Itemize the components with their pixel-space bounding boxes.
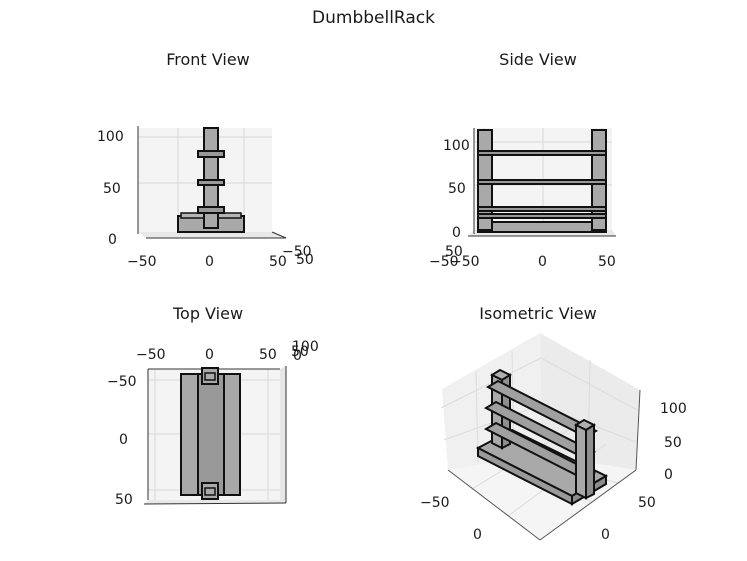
side-depth-tick-50: 50 [445, 244, 463, 260]
iso-ztick-50: 50 [664, 435, 682, 451]
top-ytick-neg50: −50 [107, 374, 137, 390]
front-view-floor-pane [138, 232, 286, 238]
top-view-rack-model [180, 367, 241, 500]
front-depth-tick-50: 50 [296, 252, 314, 268]
rack-base [477, 221, 607, 233]
top-view-title: Top View [172, 304, 244, 323]
side-view-rack-model [477, 129, 607, 233]
iso-ztick-0: 0 [664, 467, 673, 483]
iso-ztick-100: 100 [660, 401, 687, 417]
front-depth-tick-neg50: −50 [282, 244, 312, 260]
iso-right-pane [540, 333, 640, 470]
front-xtick-0: 0 [205, 254, 214, 270]
front-xtick-neg50: −50 [127, 254, 157, 270]
top-view-axes [143, 366, 287, 505]
front-ytick-100: 100 [97, 129, 124, 145]
side-ytick-100: 100 [443, 138, 470, 154]
isometric-view-axes [440, 333, 641, 541]
side-xtick-neg50: −50 [450, 254, 480, 270]
isometric-view-title: Isometric View [479, 304, 597, 323]
iso-ytick-0: 0 [601, 527, 610, 543]
top-ytick-50: 50 [115, 492, 133, 508]
rack-shelf-top [485, 379, 599, 439]
rack-shelf-top [197, 150, 225, 158]
top-ztick-0: 0 [293, 348, 302, 364]
front-ytick-0: 0 [108, 232, 117, 248]
rack-shelf-top [477, 150, 607, 156]
side-view-axes [468, 128, 616, 237]
top-ztick-50: 50 [291, 344, 309, 360]
side-ytick-50: 50 [448, 181, 466, 197]
isometric-rack-model [475, 368, 609, 506]
front-view-rack-model [177, 127, 245, 233]
rack-shelves [197, 373, 225, 496]
figure-title: DumbbellRack [312, 8, 435, 28]
front-view-axes [137, 126, 287, 239]
side-xtick-0: 0 [538, 254, 547, 270]
top-ytick-0: 0 [119, 432, 128, 448]
top-xtick-neg50: −50 [136, 347, 166, 363]
front-xtick-50: 50 [269, 254, 287, 270]
side-depth-tick-neg50: −50 [429, 254, 459, 270]
iso-ytick-50: 50 [638, 495, 656, 511]
side-xtick-50: 50 [598, 254, 616, 270]
rack-shelf-middle [477, 179, 607, 185]
iso-xtick-neg50: −50 [420, 495, 450, 511]
top-xtick-50: 50 [259, 347, 277, 363]
rack-shelf-bottom [477, 206, 607, 212]
rack-post-front [575, 423, 587, 500]
front-view-title: Front View [166, 50, 250, 69]
side-view-title: Side View [499, 50, 577, 69]
rack-shelf-bottom [197, 206, 225, 214]
front-ytick-50: 50 [103, 181, 121, 197]
iso-xtick-0: 0 [473, 527, 482, 543]
rack-shelf-middle [197, 179, 225, 186]
side-ytick-0: 0 [452, 225, 461, 241]
top-xtick-0: 0 [205, 347, 214, 363]
top-ztick-100: 100 [292, 339, 319, 355]
